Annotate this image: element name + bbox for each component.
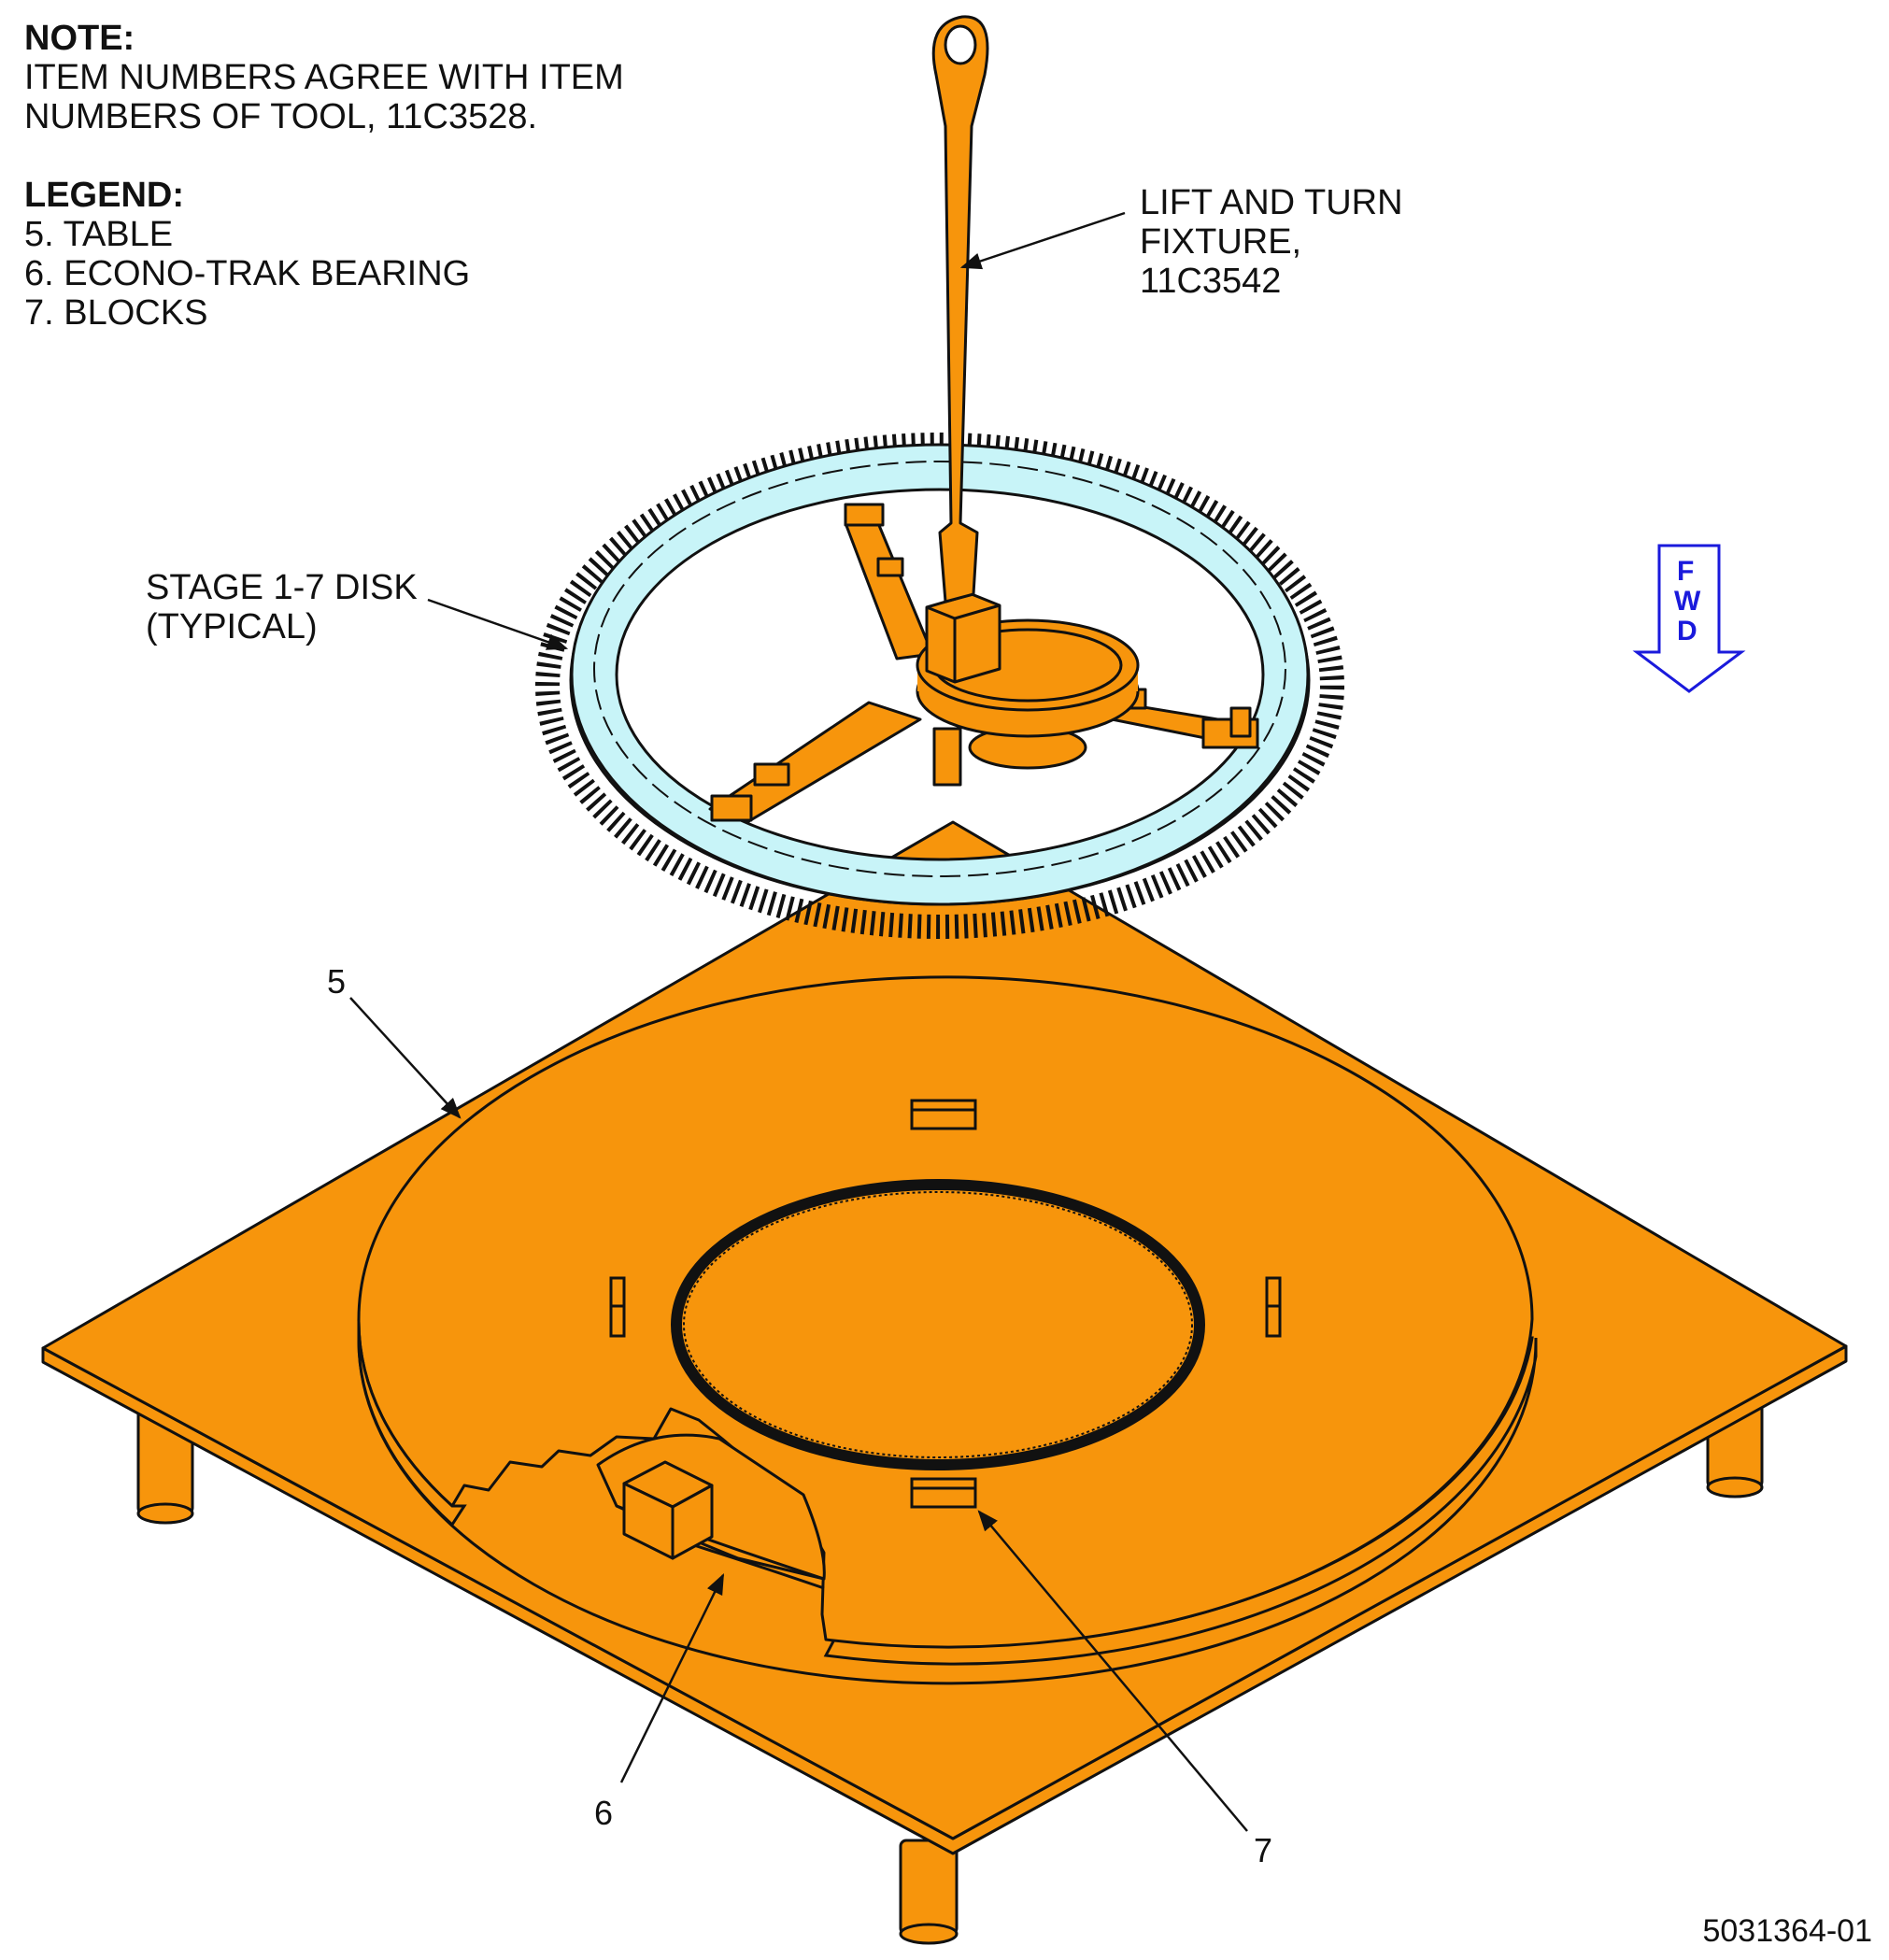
- fwd-letter-d: D: [1677, 616, 1697, 646]
- note-heading: NOTE:: [24, 19, 135, 58]
- platform-top: [357, 975, 1534, 1649]
- legend-item-bearing: 6. ECONO-TRAK BEARING: [24, 254, 471, 293]
- legend-item-blocks: 7. BLOCKS: [24, 293, 208, 333]
- platform-cut-face: [357, 1318, 467, 1527]
- callout-fixture-line-3: 11C3542: [1140, 262, 1282, 301]
- note-line-2: NUMBERS OF TOOL, 11C3528.: [24, 97, 538, 136]
- lift-fixture: [708, 15, 1259, 824]
- callout-item-6: 6: [594, 1794, 614, 1832]
- callout-disk-line-2: (TYPICAL): [146, 607, 318, 646]
- callout-fixture-line-2: FIXTURE,: [1140, 222, 1302, 262]
- econo-trak-ring: [671, 1179, 1205, 1470]
- callout-item-5: 5: [327, 962, 347, 1001]
- bearing-cutaway: [596, 1433, 826, 1590]
- fwd-letter-f: F: [1677, 556, 1695, 587]
- legend-heading: LEGEND:: [24, 176, 184, 215]
- table-legs: [136, 1381, 1764, 1945]
- leader-lines: [349, 211, 1248, 1832]
- platform-blocks: [609, 1099, 1282, 1509]
- legend-item-table: 5. TABLE: [24, 215, 174, 254]
- fwd-letter-w: W: [1674, 586, 1701, 617]
- note-line-1: ITEM NUMBERS AGREE WITH ITEM: [24, 58, 624, 97]
- figure-id: 5031364-01: [1702, 1913, 1872, 1949]
- callout-item-7: 7: [1254, 1831, 1273, 1869]
- stage-disk: [535, 433, 1344, 939]
- callout-disk-line-1: STAGE 1-7 DISK: [146, 568, 418, 607]
- callout-fixture-line-1: LIFT AND TURN: [1140, 183, 1403, 222]
- fwd-arrow: [1632, 544, 1746, 693]
